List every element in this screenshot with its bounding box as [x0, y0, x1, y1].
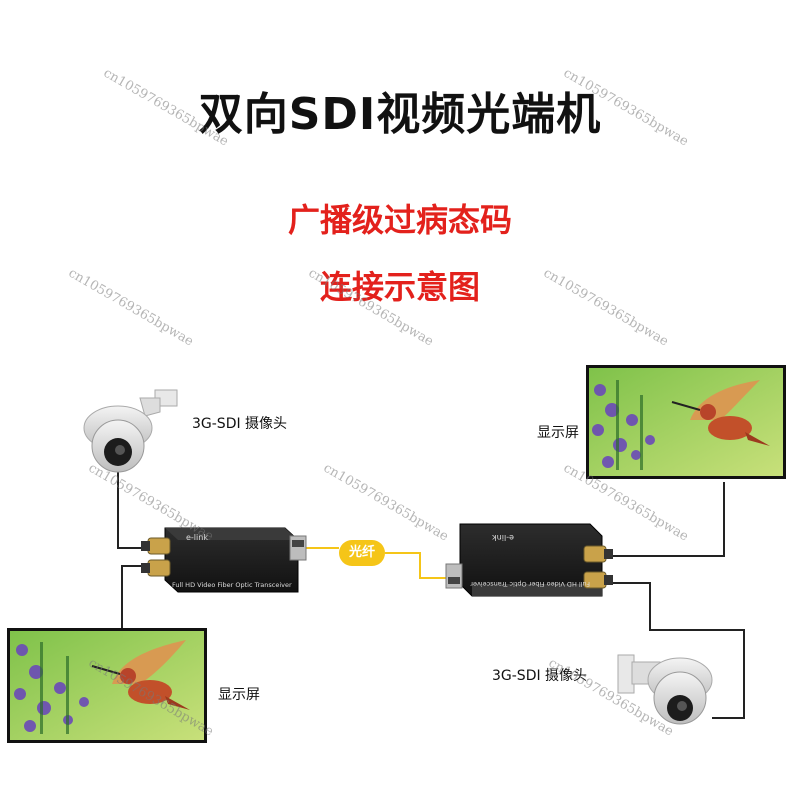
subtitle-diagram: 连接示意图 [319, 268, 480, 306]
device-model-left: Full HD Video Fiber Optic Transceiver [172, 581, 292, 589]
label-camera-top: 3G-SDI 摄像头 [192, 416, 288, 432]
fiber-label: 光纤 [339, 540, 385, 566]
subtitle-feature: 广播级过病态码 [287, 201, 512, 239]
device-brand-left: e-link [186, 533, 208, 542]
diagram-title: 双向SDI视频光端机 [198, 89, 602, 140]
label-monitor-top: 显示屏 [537, 425, 579, 441]
fiber-cable [304, 547, 446, 579]
camera-bottom [617, 654, 713, 725]
video-cables [117, 472, 745, 719]
device-brand-right: e-link [492, 533, 514, 542]
monitor-bottom [7, 628, 207, 743]
transceiver-left: e-link Full HD Video Fiber Optic Transce… [141, 527, 307, 593]
label-monitor-bottom: 显示屏 [218, 687, 260, 703]
camera-top [83, 389, 178, 473]
monitor-top [586, 365, 786, 479]
label-camera-bottom: 3G-SDI 摄像头 [492, 668, 588, 684]
device-model-right: Full HD Video Fiber Optic Transceiver [470, 580, 590, 588]
transceiver-right: Full HD Video Fiber Optic Transceiver e-… [445, 523, 613, 597]
